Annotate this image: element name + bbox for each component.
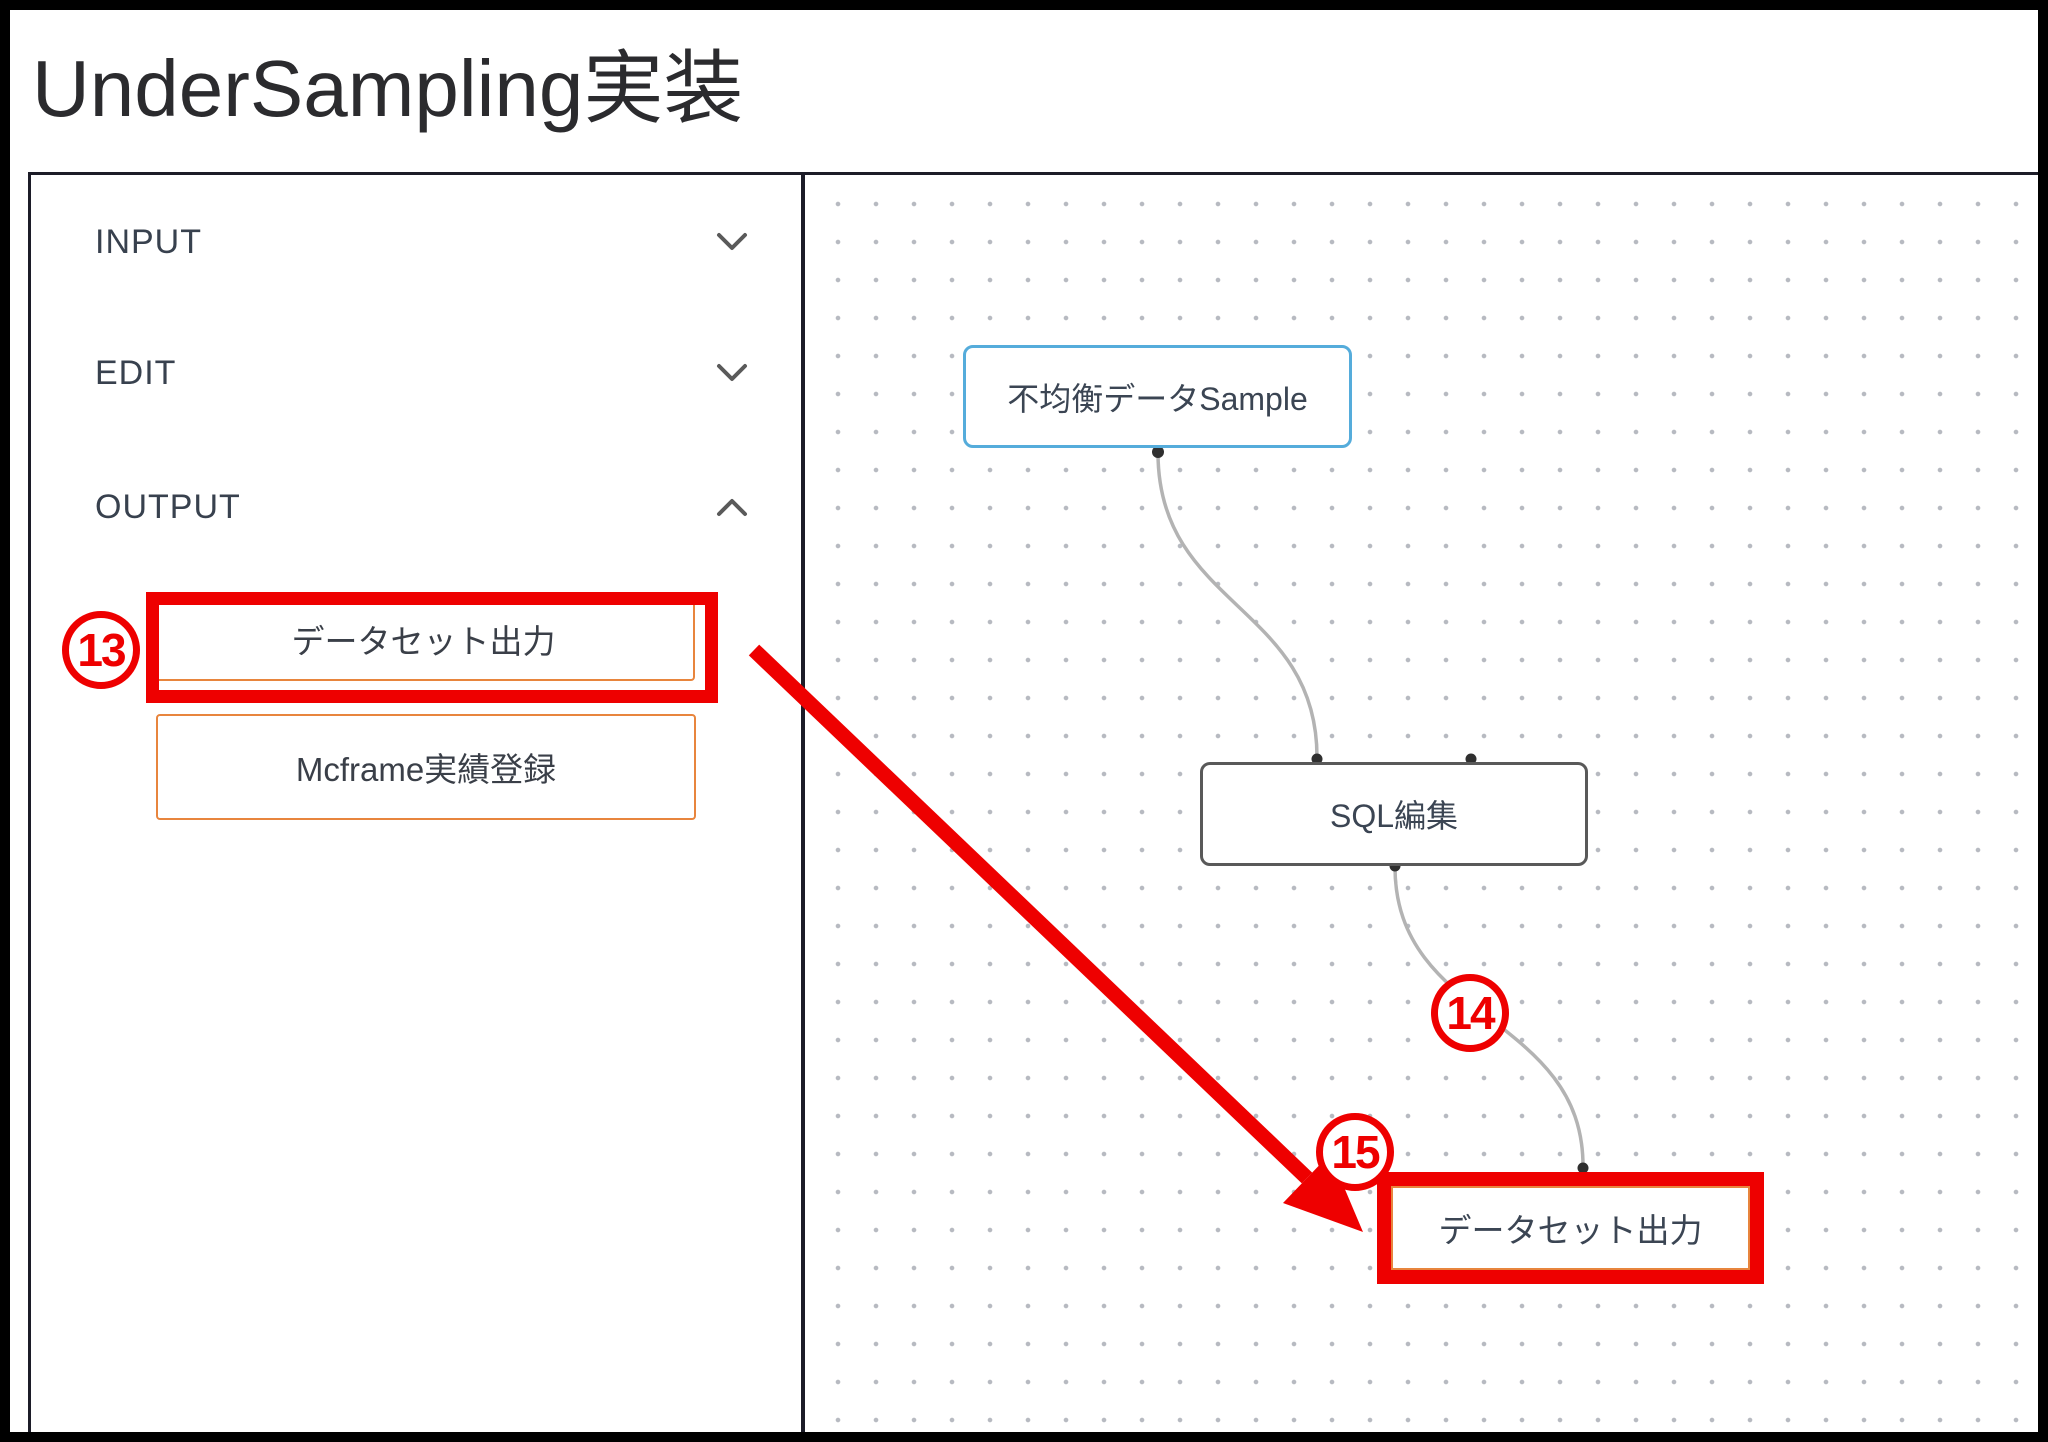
port-sql-top-right[interactable] <box>1465 753 1477 765</box>
badge-13: 13 <box>62 611 140 689</box>
sidebar-section-output[interactable]: OUTPUT <box>31 477 801 537</box>
sidebar-section-label: EDIT <box>95 353 177 392</box>
chevron-down-icon <box>717 364 747 381</box>
palette-item-dataset-output[interactable]: データセット出力 <box>152 597 695 681</box>
sidebar-section-label: OUTPUT <box>95 487 241 526</box>
chevron-up-icon <box>717 499 747 516</box>
port-sql-top-left[interactable] <box>1311 753 1323 765</box>
highlight-box-canvas-output-node: データセット出力 <box>1377 1172 1764 1284</box>
port-output-top[interactable] <box>1577 1162 1589 1174</box>
node-palette-sidebar: INPUT EDIT OUTPUT データセット出力 Mcframe実績登録 <box>31 175 805 1432</box>
sidebar-section-input[interactable]: INPUT <box>31 212 801 272</box>
sidebar-section-label: INPUT <box>95 222 202 261</box>
port-sample-bottom[interactable] <box>1152 446 1164 458</box>
chevron-down-icon <box>717 233 747 250</box>
sidebar-section-edit[interactable]: EDIT <box>31 343 801 403</box>
edge-sample-to-sql[interactable] <box>1156 452 1319 758</box>
node-sql-edit[interactable]: SQL編集 <box>1200 762 1588 866</box>
flow-canvas[interactable]: 不均衡データSample SQL編集 データセット出力 <box>805 175 2038 1432</box>
main-panel: INPUT EDIT OUTPUT データセット出力 Mcframe実績登録 <box>28 172 2038 1432</box>
palette-item-mcframe-register[interactable]: Mcframe実績登録 <box>156 714 696 820</box>
node-imbalanced-data-sample[interactable]: 不均衡データSample <box>963 345 1352 448</box>
page-title: UnderSampling実装 <box>32 44 744 133</box>
badge-15: 15 <box>1316 1113 1394 1191</box>
highlight-box-sidebar-dataset-output <box>146 592 718 703</box>
node-dataset-output[interactable]: データセット出力 <box>1391 1186 1750 1270</box>
badge-14: 14 <box>1431 974 1509 1052</box>
